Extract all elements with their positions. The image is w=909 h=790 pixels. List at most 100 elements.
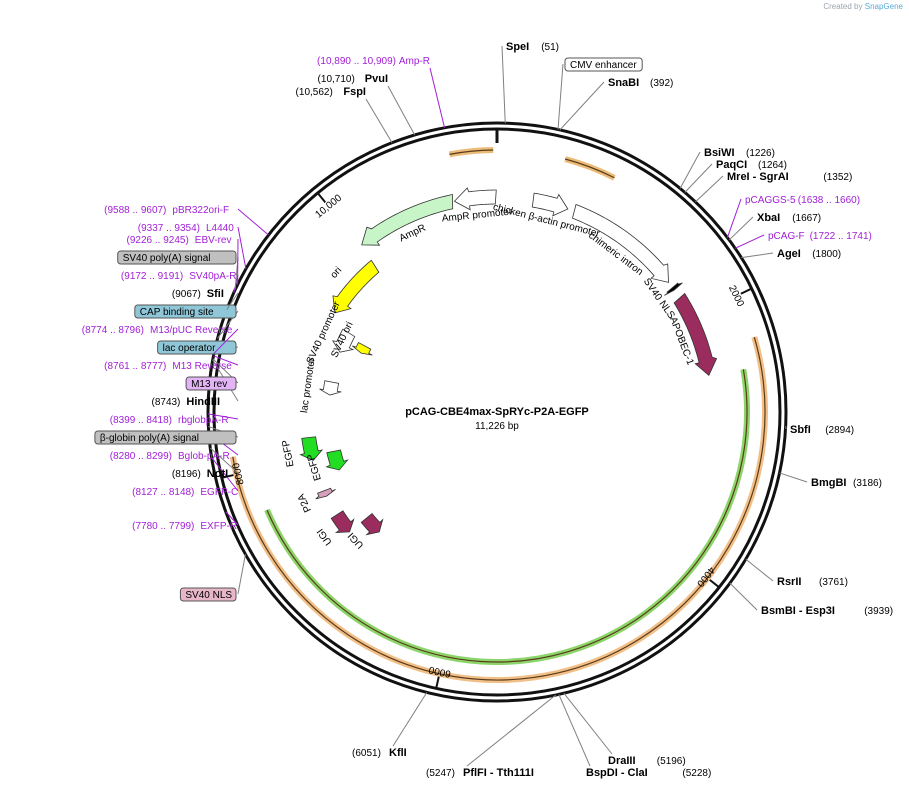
feature-badge — [117, 250, 237, 265]
feature-badge-text: CAP binding site — [140, 307, 214, 318]
primer-label: Bglob-pA-R — [178, 451, 230, 462]
feature-badge-text: lac operator — [163, 343, 216, 354]
site-label: BmgBI — [811, 477, 846, 489]
label-leader — [207, 413, 239, 420]
tick-label: 6000 — [427, 663, 452, 679]
site-label: SfiI — [207, 288, 224, 300]
position-label: (8774 .. 8796) — [82, 325, 144, 336]
tick-mark — [221, 474, 234, 479]
site-label: PflFI - Tth111I — [463, 767, 534, 779]
position-label: (392) — [650, 78, 673, 89]
label-leader — [365, 98, 393, 143]
position-label: (1722 .. 1741) — [810, 231, 872, 242]
feature-label: EGFP — [305, 452, 324, 482]
position-label: (9172 .. 9191) — [121, 271, 183, 282]
site-label: MreI - SgrAI — [727, 171, 789, 183]
position-label: (3186) — [853, 478, 882, 489]
position-label: (9337 .. 9354) — [138, 223, 200, 234]
site-label: RsrII — [777, 576, 801, 588]
position-label: (8280 .. 8299) — [110, 451, 172, 462]
label-leader — [695, 175, 724, 203]
orf-band — [564, 156, 616, 181]
label-leader — [734, 234, 765, 249]
position-label: (10,710) — [318, 74, 355, 85]
feature-arrow — [319, 380, 342, 396]
site-label: BspDI - ClaI — [586, 767, 648, 779]
site-label: KflI — [389, 747, 407, 759]
site-label: DraIII — [608, 755, 636, 767]
position-label: (5196) — [657, 756, 686, 767]
site-label: HindIII — [186, 396, 220, 408]
label-leader — [429, 67, 446, 128]
label-leader — [213, 355, 239, 366]
position-label: (9226 .. 9245) — [127, 235, 189, 246]
feature-arrow — [330, 510, 355, 534]
feature-arrow — [360, 512, 384, 536]
feature-label: EGFP — [280, 439, 296, 468]
plasmid-size: 11,226 bp — [475, 421, 519, 432]
label-leader — [392, 692, 428, 747]
feature-arrow — [531, 192, 569, 217]
tick-mark — [709, 579, 720, 589]
label-leader — [684, 163, 713, 193]
site-label: PvuI — [365, 73, 388, 85]
feature-arrow — [315, 487, 336, 500]
position-label: (8761 .. 8777) — [104, 361, 166, 372]
feature-badge — [134, 304, 237, 319]
feature-badge-text: β-globin poly(A) signal — [100, 433, 199, 444]
orf-line — [449, 149, 494, 155]
orf-line — [564, 158, 615, 179]
position-label: (10,890 .. 10,909) — [317, 56, 396, 67]
site-label: BsiWI — [704, 147, 735, 159]
orf-line — [232, 336, 766, 681]
position-label: (3761) — [819, 577, 848, 588]
label-leader — [209, 447, 239, 474]
position-label: (1264) — [758, 160, 787, 171]
label-leader — [729, 582, 758, 611]
position-label: (3939) — [864, 606, 893, 617]
feature-arrow — [299, 436, 324, 461]
feature-arrow — [571, 203, 669, 283]
primer-label: EGFP-C — [200, 487, 238, 498]
tick-label: 2000 — [726, 284, 746, 309]
label-leader — [237, 226, 247, 269]
feature-badge-text: M13 rev — [191, 379, 227, 390]
primer-label: pCAG-F — [768, 231, 805, 242]
primer-label: M13/pUC Reverse — [150, 325, 233, 336]
site-label: PaqCI — [716, 159, 747, 171]
label-leader — [237, 554, 246, 595]
feature-badge — [185, 376, 237, 391]
position-label: (8399 .. 8418) — [110, 415, 172, 426]
feature-badge-text: SV40 NLS — [185, 590, 232, 601]
label-leader — [387, 85, 416, 136]
feature-badge — [179, 587, 237, 602]
label-layer: SpeI(51)CMV enhancerSnaBI(392)BsiWI(1226… — [82, 41, 893, 779]
tick-label: 10,000 — [313, 192, 344, 220]
feature-arrow — [664, 282, 683, 296]
label-leader — [779, 472, 808, 483]
label-leader — [501, 45, 506, 124]
feature-label: lac promoter — [299, 356, 318, 413]
tick-label: 8000 — [231, 461, 247, 486]
label-leader — [211, 457, 239, 492]
primer-label: SV40pA-R — [189, 271, 236, 282]
label-leader — [726, 198, 742, 238]
feature-arrow — [673, 292, 718, 376]
feature-label: UGI — [315, 526, 334, 547]
tick-mark — [435, 676, 440, 689]
feature-badge — [94, 430, 237, 445]
position-label: (9067) — [172, 289, 201, 300]
feature-label: P2A — [296, 492, 314, 514]
primer-label: EBV-rev — [195, 235, 232, 246]
feature-badge — [564, 57, 643, 72]
feature-arrow — [331, 328, 356, 353]
label-leader — [559, 81, 605, 131]
feature-badge-text: SV40 poly(A) signal — [123, 253, 211, 264]
position-label: (1226) — [746, 148, 775, 159]
feature-arrow — [453, 187, 497, 211]
credit-brand: SnapGene — [864, 2, 903, 11]
label-leader — [237, 208, 269, 236]
site-label: AgeI — [777, 248, 801, 260]
